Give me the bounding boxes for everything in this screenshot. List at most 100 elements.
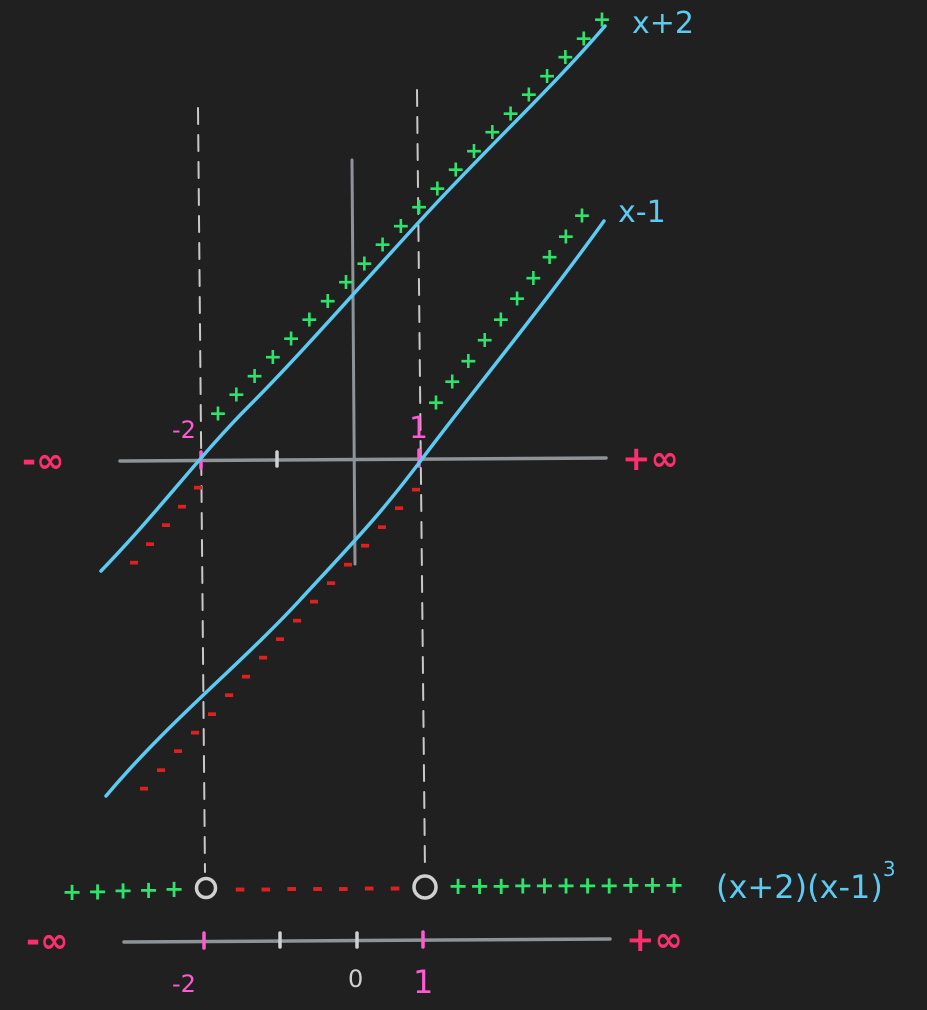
plus-sign: + bbox=[534, 872, 554, 900]
plus-sign: + bbox=[501, 101, 519, 126]
upper-pos-infinity: +∞ bbox=[622, 439, 679, 479]
plus-sign: + bbox=[459, 349, 477, 374]
minus-sign: - bbox=[139, 773, 150, 803]
signs-x-minus-1-negative: ----------------- bbox=[139, 474, 422, 803]
plus-sign: + bbox=[87, 877, 107, 905]
upper-neg-infinity: -∞ bbox=[22, 441, 64, 481]
plus-sign: + bbox=[337, 270, 355, 295]
plus-sign: + bbox=[573, 204, 591, 229]
signs-x-plus-2-negative: ----- bbox=[129, 472, 204, 577]
signs-x-minus-1-positive: ++++++++++ bbox=[427, 204, 591, 416]
open-point-root-a bbox=[194, 876, 218, 900]
plus-sign: + bbox=[318, 289, 336, 314]
plus-sign: + bbox=[621, 871, 641, 899]
minus-sign: - bbox=[234, 872, 246, 905]
plus-sign: + bbox=[556, 45, 574, 70]
open-point-root-b bbox=[412, 874, 438, 900]
plus-sign: + bbox=[556, 872, 576, 900]
plus-sign: + bbox=[557, 224, 575, 249]
plus-sign: + bbox=[443, 370, 461, 395]
plus-sign: + bbox=[282, 327, 300, 352]
lower-pos-infinity: +∞ bbox=[626, 920, 683, 960]
plus-sign: + bbox=[62, 878, 82, 906]
plus-sign: + bbox=[465, 139, 483, 164]
minus-sign: - bbox=[173, 736, 184, 766]
label-x-minus-1: x-1 bbox=[618, 195, 666, 230]
plus-sign: + bbox=[491, 872, 511, 900]
line-x-plus-2 bbox=[99, 24, 607, 573]
minus-sign: - bbox=[260, 871, 272, 904]
plus-sign: + bbox=[599, 871, 619, 899]
upper-root-a-label: -2 bbox=[172, 416, 196, 444]
plus-sign: + bbox=[446, 158, 464, 183]
lower-neg-infinity: -∞ bbox=[26, 921, 68, 961]
line-x-minus-1 bbox=[104, 219, 606, 798]
minus-sign: - bbox=[207, 698, 218, 728]
plus-sign: + bbox=[574, 26, 592, 51]
lower-root-a-label: -2 bbox=[172, 970, 196, 998]
minus-sign: - bbox=[258, 642, 269, 672]
guide-root-a bbox=[197, 107, 206, 873]
plus-sign: + bbox=[508, 287, 526, 312]
minus-sign: - bbox=[389, 871, 401, 904]
plus-sign: + bbox=[642, 871, 662, 899]
signs-product-right-positive: +++++++++++ bbox=[448, 871, 684, 900]
vertical-axis bbox=[350, 158, 357, 566]
plus-sign: + bbox=[664, 871, 684, 899]
plus-sign: + bbox=[392, 214, 410, 239]
minus-sign: - bbox=[292, 605, 303, 635]
plus-sign: + bbox=[427, 391, 445, 416]
minus-sign: - bbox=[145, 528, 156, 558]
upper-axis bbox=[118, 456, 608, 463]
upper-root-b-label: 1 bbox=[409, 411, 428, 446]
lower-root-b-label: 1 bbox=[413, 963, 433, 1001]
minus-sign: - bbox=[275, 624, 286, 654]
plus-sign: + bbox=[300, 308, 318, 333]
plus-sign: + bbox=[492, 307, 510, 332]
plus-sign: + bbox=[113, 877, 133, 905]
plus-sign: + bbox=[410, 195, 428, 220]
plus-sign: + bbox=[355, 251, 373, 276]
plus-sign: + bbox=[448, 872, 468, 900]
plus-sign: + bbox=[209, 402, 227, 427]
minus-sign: - bbox=[360, 530, 371, 560]
minus-sign: - bbox=[309, 586, 320, 616]
plus-sign: + bbox=[138, 876, 158, 904]
product-label: (x+2)(x-1)3 bbox=[716, 857, 896, 906]
minus-sign: - bbox=[326, 567, 337, 597]
plus-sign: + bbox=[524, 266, 542, 291]
minus-sign: - bbox=[377, 511, 388, 541]
plus-sign: + bbox=[513, 872, 533, 900]
plus-sign: + bbox=[538, 64, 556, 89]
signs-product-middle-negative: ------- bbox=[234, 871, 401, 905]
minus-sign: - bbox=[343, 549, 354, 579]
minus-sign: - bbox=[394, 493, 405, 523]
minus-sign: - bbox=[411, 474, 422, 504]
lower-axis bbox=[122, 937, 612, 944]
minus-sign: - bbox=[161, 510, 172, 540]
product-exponent: 3 bbox=[883, 857, 896, 881]
minus-sign: - bbox=[177, 491, 188, 521]
minus-sign: - bbox=[193, 472, 204, 502]
minus-sign: - bbox=[156, 754, 167, 784]
plus-sign: + bbox=[245, 364, 263, 389]
guide-root-b bbox=[416, 89, 426, 873]
minus-sign: - bbox=[224, 680, 235, 710]
plus-sign: + bbox=[593, 8, 611, 33]
plus-sign: + bbox=[483, 120, 501, 145]
lower-zero-label: 0 bbox=[348, 965, 363, 993]
signs-product-left-positive: +++++ bbox=[62, 875, 184, 906]
plus-sign: + bbox=[470, 872, 490, 900]
minus-sign: - bbox=[286, 871, 298, 904]
minus-sign: - bbox=[241, 661, 252, 691]
plus-sign: + bbox=[373, 233, 391, 258]
label-x-plus-2: x+2 bbox=[632, 6, 694, 41]
plus-sign: + bbox=[520, 83, 538, 108]
minus-sign: - bbox=[129, 547, 140, 577]
signs-x-plus-2-positive: ++++++++++++++++++++++ bbox=[209, 8, 611, 427]
plus-sign: + bbox=[428, 176, 446, 201]
plus-sign: + bbox=[264, 345, 282, 370]
minus-sign: - bbox=[190, 717, 201, 747]
plus-sign: + bbox=[578, 871, 598, 899]
